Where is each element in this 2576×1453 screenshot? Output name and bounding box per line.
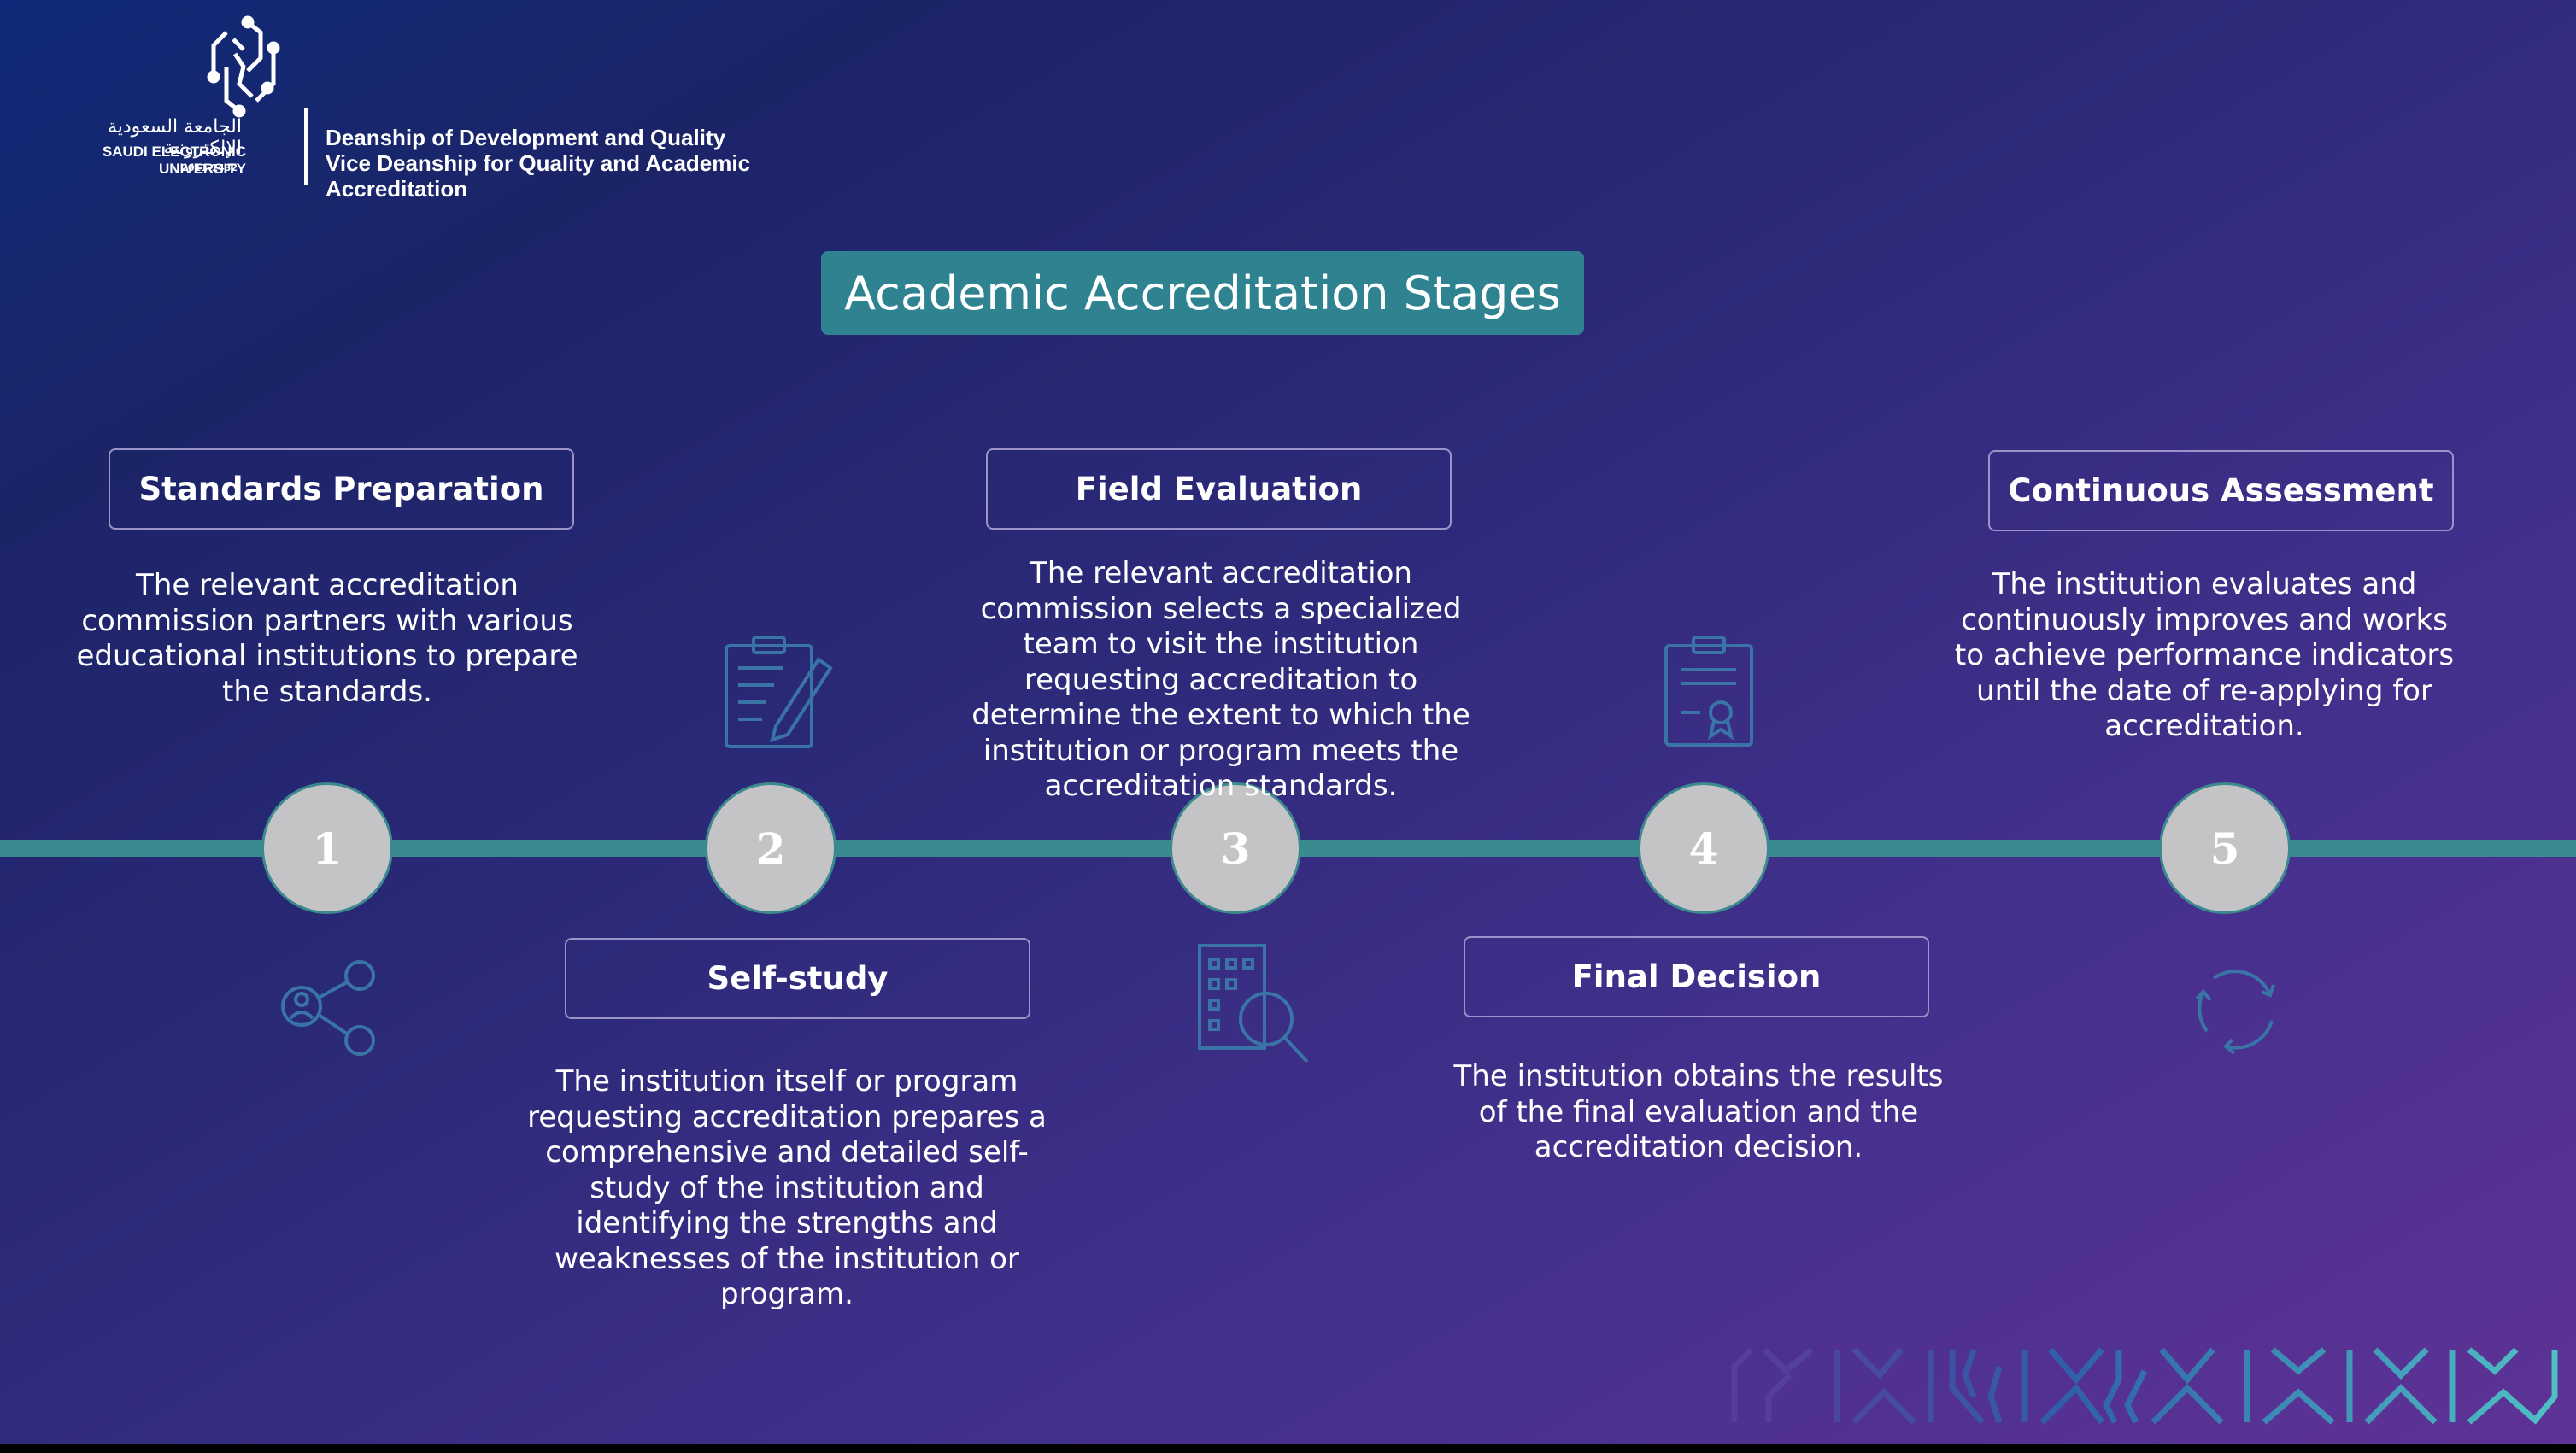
stage-title-field-evaluation: Field Evaluation: [986, 448, 1452, 530]
deanship-line: Deanship of Development and Quality: [326, 125, 726, 150]
bottom-bar: [0, 1444, 2576, 1453]
stage-number-4: 4: [1638, 782, 1769, 914]
refresh-cycle-icon: [2195, 970, 2275, 1055]
stage-title-final-decision: Final Decision: [1464, 936, 1929, 1017]
stage-description-5: The institution evaluates and continuous…: [1954, 567, 2455, 743]
share-network-icon: [281, 960, 375, 1056]
clipboard-edit-icon: [725, 636, 833, 748]
stage-title-standards-preparation: Standards Preparation: [109, 448, 574, 530]
header-divider: [304, 108, 308, 185]
decorative-circuit-pattern: [1731, 1347, 2558, 1425]
deanship-line: Accreditation: [326, 176, 468, 202]
stage-description-4: The institution obtains the results of t…: [1453, 1059, 1944, 1164]
deanship-line: Vice Deanship for Quality and Academic: [326, 150, 751, 176]
university-years: 2011-1432: [181, 162, 238, 173]
certificate-clipboard-icon: [1664, 636, 1753, 747]
university-name-english: SAUDI ELECTRONIC UNIVERSITY: [102, 144, 246, 177]
stage-description-3: The relevant accreditation commission se…: [971, 556, 1470, 803]
stage-title-continuous-assessment: Continuous Assessment: [1988, 450, 2454, 531]
stage-description-2: The institution itself or program reques…: [527, 1064, 1047, 1311]
building-search-icon: [1198, 944, 1309, 1063]
stage-title-self-study: Self-study: [565, 938, 1030, 1019]
university-name-arabic: الجامعة السعودية الإلكترونية: [107, 116, 242, 159]
stage-description-1: The relevant accreditation commission pa…: [76, 568, 578, 709]
stage-number-1: 1: [261, 782, 393, 914]
university-logo: [207, 15, 280, 118]
stage-number-3: 3: [1170, 782, 1301, 914]
page-title: Academic Accreditation Stages: [821, 251, 1584, 335]
stage-number-2: 2: [705, 782, 836, 914]
deanship-text: Deanship of Development and Quality Vice…: [326, 125, 770, 202]
stage-number-5: 5: [2159, 782, 2291, 914]
